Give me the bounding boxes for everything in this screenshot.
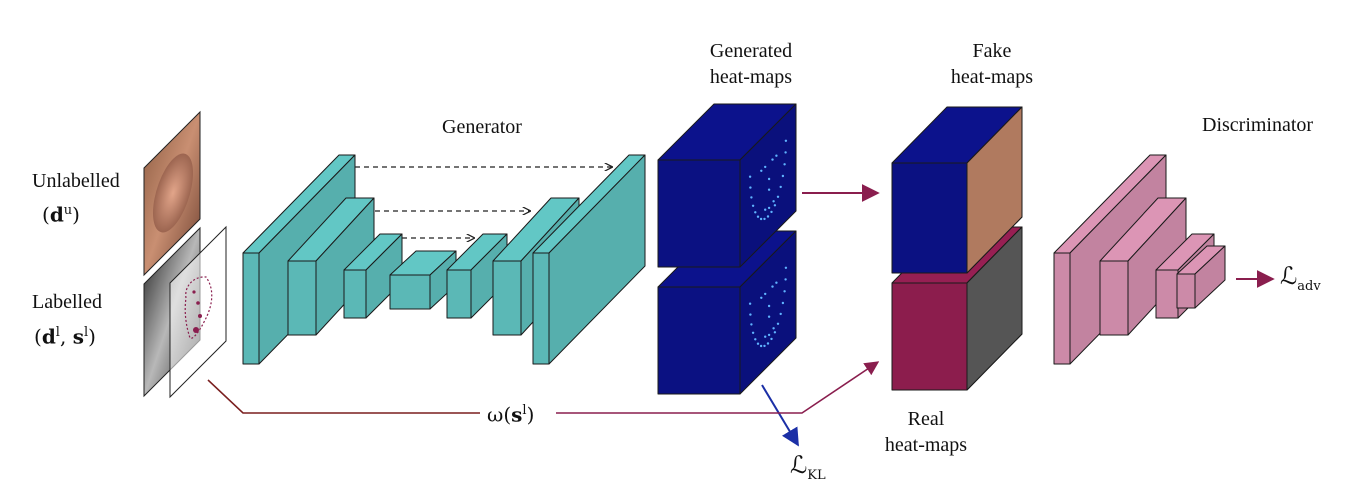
loss-adv-label: ℒadv — [1280, 263, 1321, 300]
fake-label-line2: heat-maps — [950, 66, 1034, 88]
gen-block-3-front — [343, 269, 367, 319]
gen-block-4-front — [446, 269, 472, 319]
heatmap-cube-top-landmarks — [748, 139, 788, 221]
unlabelled-label: Unlabelled — [32, 170, 120, 192]
gen-block-6 — [532, 154, 646, 365]
generator-label: Generator — [442, 116, 522, 138]
gen-block-2-front — [287, 260, 317, 336]
omega-label: ω(sl) — [484, 398, 538, 428]
fake-label-line1: Fake — [972, 40, 1012, 62]
disc-block-1-front — [1053, 252, 1071, 365]
generated-label-line2: heat-maps — [709, 66, 793, 88]
generated-heatmaps-label: Generated heat-maps — [690, 38, 812, 90]
labelled-label: Labelled — [32, 291, 102, 313]
gen-block-3 — [343, 233, 403, 319]
gen-block-1-front — [242, 252, 260, 365]
real-face-image — [966, 226, 1023, 391]
omega-s-sup: l — [522, 403, 527, 418]
omega-symbol: ω — [487, 402, 504, 427]
generated-heatmaps — [657, 103, 797, 395]
fake-real-heatmaps — [891, 106, 1023, 391]
generated-label-line1: Generated — [709, 40, 793, 62]
loss-kl-subscript: KL — [807, 467, 826, 483]
arrow-labels-to-real — [207, 379, 480, 414]
real-heatmap-cube-front — [891, 282, 968, 391]
unlabelled-symbol-sup: u — [63, 203, 73, 218]
gen-block-bottleneck-front — [389, 274, 431, 310]
heatmap-cube-top-front — [657, 159, 741, 268]
heatmap-cube-top — [657, 103, 797, 268]
discriminator-network — [1053, 154, 1226, 365]
unlabelled-symbol: (du) — [42, 202, 80, 227]
labelled-symbol: (dl, sl) — [34, 324, 96, 349]
landmark-sheet — [169, 225, 227, 399]
labelled-symbol-s: s — [72, 324, 84, 349]
fake-face-image — [966, 106, 1023, 274]
disc-block-4-front — [1176, 273, 1196, 309]
gen-block-6-side — [548, 154, 646, 365]
gen-block-6-front — [532, 252, 550, 365]
loss-adv-subscript: adv — [1297, 278, 1321, 294]
disc-block-4 — [1176, 245, 1226, 309]
heatmap-cube-bottom-landmarks — [748, 266, 788, 348]
heatmap-cube-bottom-front — [657, 286, 741, 395]
fake-heatmaps-label: Fake heat-maps — [936, 38, 1048, 90]
loss-adv-symbol: ℒ — [1280, 262, 1298, 290]
fake-heatmap-cube-front — [891, 162, 968, 274]
arrow-labels-to-real-right — [556, 361, 880, 414]
gen-block-2 — [287, 197, 375, 336]
skip-connections — [355, 167, 612, 238]
arrow-to-loss-kl — [761, 384, 799, 447]
disc-block-2 — [1099, 197, 1187, 336]
disc-block-2-front — [1099, 260, 1129, 336]
loss-kl-label: ℒKL — [790, 452, 826, 489]
real-label-line2: heat-maps — [884, 434, 968, 456]
disc-block-3-front — [1155, 269, 1179, 319]
loss-kl-symbol: ℒ — [790, 451, 808, 479]
labelled-symbol-s-sup: l — [83, 325, 89, 340]
labelled-symbol-d: d — [41, 324, 56, 349]
real-heatmaps-label: Real heat-maps — [870, 406, 982, 458]
discriminator-label: Discriminator — [1202, 114, 1314, 136]
unlabelled-symbol-d: d — [49, 202, 64, 227]
gen-block-5-front — [492, 260, 522, 336]
unlabelled-face-image — [143, 110, 201, 277]
real-label-line1: Real — [907, 408, 945, 430]
generator-network — [242, 154, 646, 365]
omega-s: s — [511, 402, 523, 427]
labelled-symbol-d-sup: l — [55, 325, 60, 340]
